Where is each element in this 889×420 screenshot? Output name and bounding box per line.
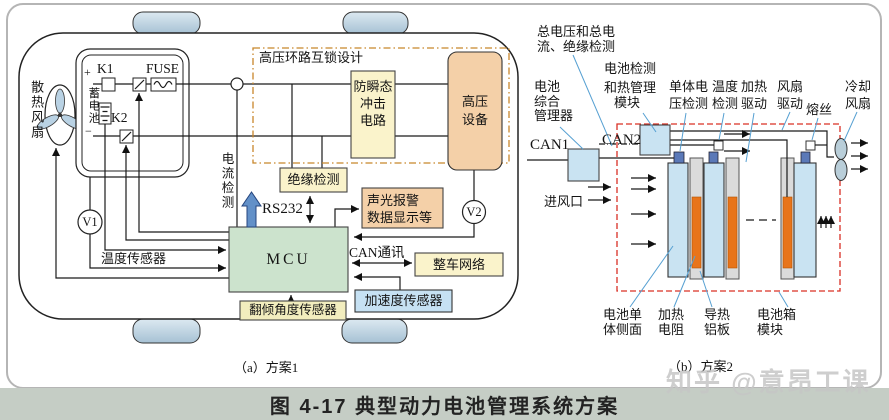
battery-compartment-outer bbox=[75, 48, 190, 178]
scheme1-wiring bbox=[52, 84, 475, 303]
hv-device-box bbox=[447, 51, 503, 171]
tilt-sensor-box bbox=[239, 300, 347, 321]
scheme1-graphics bbox=[18, 11, 519, 344]
battery-cells bbox=[667, 140, 817, 280]
alarm-display-box bbox=[361, 187, 444, 229]
cooling-fan2-icon bbox=[834, 138, 848, 181]
battery-cell-icon bbox=[98, 102, 112, 125]
fuse-icon bbox=[150, 77, 177, 92]
contactor-k2-icon bbox=[119, 129, 134, 144]
mcu-box bbox=[228, 226, 349, 293]
bms-controller-box bbox=[567, 148, 600, 182]
battery-compartment-inner bbox=[81, 54, 184, 172]
wheel-icons bbox=[132, 11, 409, 344]
battery-enclosure-dashed-box bbox=[616, 123, 841, 292]
temp-sensor-icon bbox=[713, 140, 724, 151]
scheme2-wiring bbox=[527, 130, 868, 248]
v1-meter-icon bbox=[77, 209, 103, 235]
caption-bar: 图 4-17 典型动力电池管理系统方案 bbox=[0, 388, 889, 420]
current-sensor-icon bbox=[230, 77, 244, 91]
v2-meter-icon bbox=[461, 199, 487, 225]
vehicle-network-box bbox=[414, 252, 504, 277]
rs232-arrow-icon bbox=[241, 191, 262, 228]
insulation-detect-box bbox=[279, 167, 348, 193]
surge-protection-box bbox=[350, 70, 396, 159]
figure-caption: 图 4-17 典型动力电池管理系统方案 bbox=[269, 395, 620, 418]
accel-sensor-box bbox=[354, 289, 453, 313]
fuse2-icon bbox=[805, 140, 816, 151]
hv-interlock-dashed-box bbox=[252, 47, 510, 164]
detect-thermal-module-box bbox=[639, 124, 671, 156]
relay-switch-icon bbox=[132, 77, 147, 92]
contactor-k1-icon bbox=[101, 77, 116, 92]
watermark: 知乎 @意昂工课 bbox=[666, 367, 871, 397]
scheme2-graphics bbox=[527, 54, 868, 308]
leader-lines bbox=[559, 54, 858, 308]
